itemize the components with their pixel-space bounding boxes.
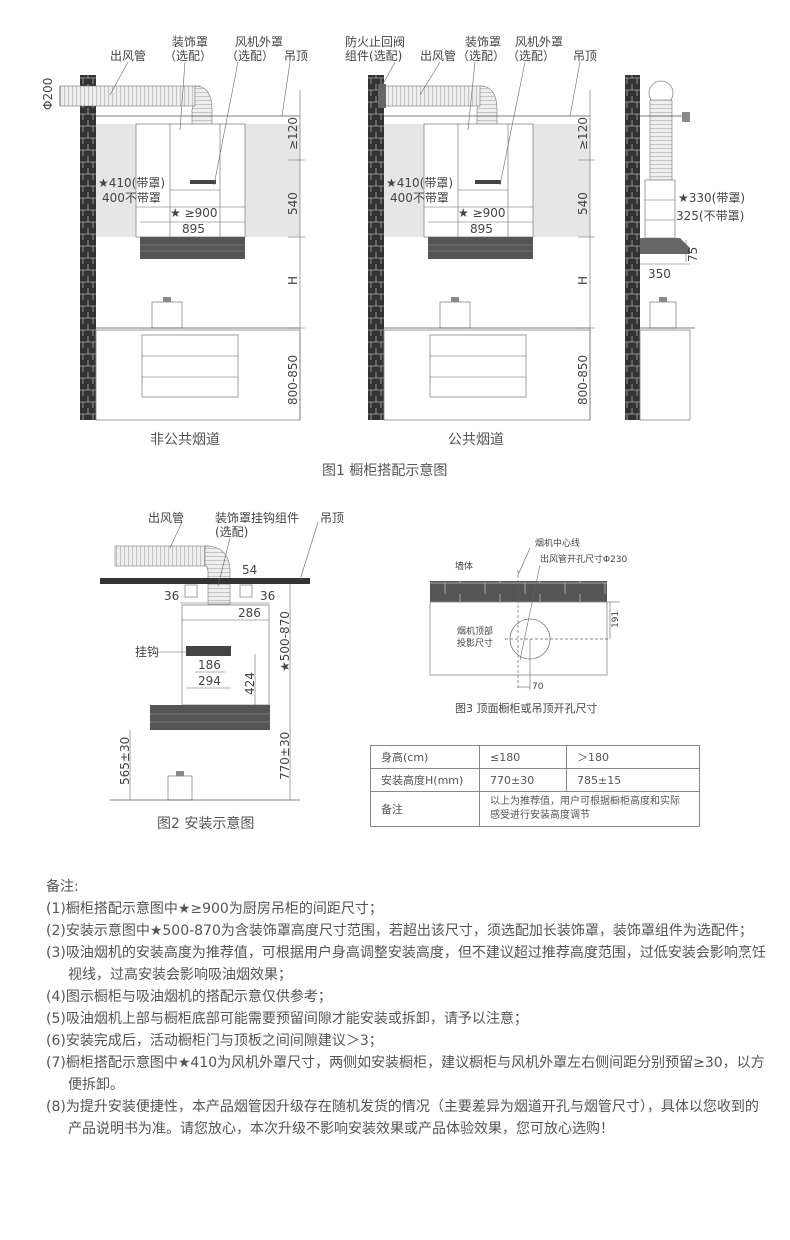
table-cell: 770±30 — [479, 768, 567, 792]
label-centerline: 烟机中心线 — [535, 537, 580, 549]
table-cell: 备注 — [370, 791, 480, 827]
note-item: (1)橱柜搭配示意图中★≥900为厨房吊柜的间距尺寸； — [46, 901, 383, 917]
brick-wall — [80, 75, 96, 420]
dim-70: 70 — [532, 682, 544, 692]
label-hook: 挂钩 — [135, 645, 159, 659]
label-cover-optional: （选配） — [164, 49, 212, 63]
label-fan-cover-optional: （选配） — [226, 49, 274, 63]
dim-895: 895 — [470, 222, 493, 236]
dim-191: 191 — [611, 611, 621, 628]
label-duct: 出风管 — [420, 48, 456, 63]
dim-540: 540 — [576, 192, 590, 215]
label-duct: 出风管 — [148, 510, 184, 525]
dim-330: ★330(带罩) — [678, 191, 745, 205]
dim-770: 770±30 — [278, 732, 292, 780]
dim-500-870: ★500-870 — [278, 611, 292, 672]
label-cover: 装饰罩 — [172, 35, 208, 49]
dim-gap120: ≥120 — [286, 117, 300, 150]
dim-410: ★410(带罩) — [386, 176, 453, 190]
dim-36-left: 36 — [164, 589, 179, 603]
label-projection: 烟机顶部 — [457, 625, 493, 637]
dim-75: 75 — [686, 247, 700, 262]
range-hood — [150, 705, 270, 730]
label-projection-size: 投影尺寸 — [457, 637, 493, 649]
fig1-side-view: ★330(带罩) 325(不带罩) 75 350 — [625, 75, 745, 421]
table-cell: 安装高度H(mm) — [370, 768, 480, 792]
note-item: (2)安装示意图中★500-870为含装饰罩高度尺寸范围，若超出该尺寸，须选配加… — [46, 923, 753, 939]
dim-540: 540 — [286, 192, 300, 215]
label-wall: 墙体 — [455, 560, 473, 572]
label-ceiling: 吊顶 — [284, 49, 308, 63]
wall — [430, 581, 607, 602]
fig1-left-title: 非公共烟道 — [150, 432, 220, 448]
dim-36-right: 36 — [260, 589, 275, 603]
label-hook-assembly: 装饰罩挂钩组件 — [215, 511, 299, 525]
note-item: (8)为提升安装便捷性，本产品烟管因升级存在随机发货的情况（主要差异为烟道开孔与… — [46, 1099, 759, 1137]
note-item: (7)橱柜搭配示意图中★410为风机外罩尺寸，两侧如安装橱柜，建议橱柜与风机外罩… — [46, 1055, 765, 1093]
note-item: (4)图示橱柜与吸油烟机的搭配示意仅供参考； — [46, 989, 332, 1005]
notes-title: 备注: — [46, 879, 79, 895]
table-row: 备注 以上为推荐值，用户可根据橱柜高度和实际感受进行安装高度调节 — [370, 791, 700, 827]
label-duct: 出风管 — [110, 48, 146, 63]
label-fire-valve-optional: 组件(选配) — [345, 49, 402, 63]
hood-side — [644, 179, 676, 239]
dim-350: 350 — [648, 267, 671, 281]
fig1-non-public-flue: 出风管 装饰罩 （选配） 风机外罩 （选配） 吊顶 Φ200 ≥120 540 … — [41, 35, 308, 448]
label-cover: 装饰罩 — [465, 35, 501, 49]
label-fan-cover: 风机外罩 — [515, 35, 563, 49]
ceiling-board — [100, 578, 310, 584]
table-cell: 身高(cm) — [370, 745, 480, 769]
dim-h: H — [286, 276, 300, 285]
fig1-public-flue: 防火止回阀 组件(选配) 出风管 装饰罩 （选配） 风机外罩 （选配） 吊顶 ≥… — [345, 34, 597, 448]
dim-800-850: 800-850 — [286, 355, 300, 405]
installation-diagrams: 出风管 装饰罩 （选配） 风机外罩 （选配） 吊顶 Φ200 ≥120 540 … — [41, 34, 745, 832]
dim-800-850: 800-850 — [576, 355, 590, 405]
label-fire-valve: 防火止回阀 — [345, 34, 405, 49]
dim-410: ★410(带罩) — [98, 176, 165, 190]
dim-895: 895 — [182, 222, 205, 236]
install-height-table: 身高(cm) ≤180 ＞180 安装高度H(mm) 770±30 785±15… — [370, 745, 700, 827]
fig2-installation: 出风管 装饰罩挂钩组件 (选配) 吊顶 54 36 36 286 挂钩 186 … — [100, 510, 344, 832]
table-cell: ≤180 — [479, 745, 567, 769]
table-cell: ＞180 — [566, 745, 700, 769]
label-hole-size: 出风管开孔尺寸Φ230 — [540, 553, 628, 565]
dim-565: 565±30 — [118, 737, 132, 785]
dim-400: 400不带罩 — [102, 191, 161, 205]
fig1-middle-title: 公共烟道 — [448, 432, 504, 448]
dim-325: 325(不带罩) — [676, 209, 744, 223]
label-hook-assembly-optional: (选配) — [215, 525, 248, 539]
note-item: (3)吸油烟机的安装高度为推荐值，可根据用户身高调整安装高度，但不建议超过推荐高… — [46, 945, 766, 983]
label-ceiling: 吊顶 — [320, 511, 344, 525]
dim-400: 400不带罩 — [390, 191, 449, 205]
dim-gap120: ≥120 — [576, 117, 590, 150]
label-ceiling: 吊顶 — [573, 49, 597, 63]
fig3-hole-size: 烟机中心线 出风管开孔尺寸Φ230 墙体 烟机顶部 投影尺寸 191 70 图3… — [429, 537, 628, 715]
dim-424: 424 — [243, 672, 257, 695]
dim-186: 186 — [198, 658, 221, 672]
label-fan-cover-optional: （选配） — [507, 49, 555, 63]
dim-900: ★ ≥900 — [170, 206, 218, 220]
table-row: 身高(cm) ≤180 ＞180 — [370, 745, 700, 769]
note-item: (6)安装完成后，活动橱柜门与顶板之间间隙建议＞3； — [46, 1033, 383, 1049]
dim-h: H — [576, 276, 590, 285]
fig1-caption: 图1 橱柜搭配示意图 — [322, 462, 447, 479]
table-cell: 以上为推荐值，用户可根据橱柜高度和实际感受进行安装高度调节 — [479, 791, 700, 827]
exhaust-duct — [59, 85, 201, 107]
dim-54: 54 — [242, 563, 257, 577]
dim-286: 286 — [238, 606, 261, 620]
label-fan-cover: 风机外罩 — [235, 35, 283, 49]
notes-section: 备注: (1)橱柜搭配示意图中★≥900为厨房吊柜的间距尺寸； (2)安装示意图… — [46, 876, 766, 1140]
dim-900: ★ ≥900 — [458, 206, 506, 220]
hood-projection — [429, 601, 608, 676]
dim-phi200: Φ200 — [41, 78, 55, 110]
label-cover-optional: （选配） — [457, 49, 505, 63]
table-cell: 785±15 — [566, 768, 700, 792]
fig2-caption: 图2 安装示意图 — [157, 815, 254, 832]
fig3-caption: 图3 顶面橱柜或吊顶开孔尺寸 — [455, 701, 598, 715]
table-row: 安装高度H(mm) 770±30 785±15 — [370, 768, 700, 792]
note-item: (5)吸油烟机上部与橱柜底部可能需要预留间隙才能安装或拆卸，请予以注意； — [46, 1011, 528, 1027]
dim-294: 294 — [198, 674, 221, 688]
pot — [151, 301, 183, 329]
range-hood — [140, 237, 245, 259]
